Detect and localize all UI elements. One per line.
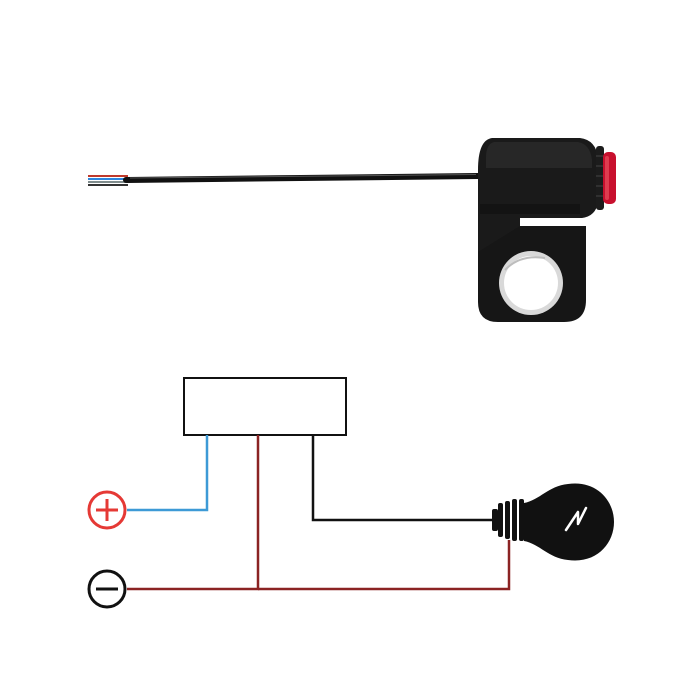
negative-wire-to-bulb [258,540,511,591]
cable [123,173,481,183]
light-bulb-icon [492,483,614,561]
handlebar-clamp [478,226,586,322]
bulb-glass [524,483,614,561]
button-thread [596,146,604,210]
negative-terminal [87,569,127,609]
red-button [603,152,616,204]
load-wire [311,435,492,522]
switch-product [88,138,616,322]
bulb-base [492,499,524,541]
positive-terminal [87,490,127,530]
wiring-diagram [87,377,614,609]
positive-wire [127,435,209,512]
wire-ends [88,175,130,186]
switch-box [183,377,347,436]
bulb-filament [564,506,588,532]
switch-housing [478,138,598,258]
negative-wire [127,435,260,591]
cable-highlight [129,174,477,179]
